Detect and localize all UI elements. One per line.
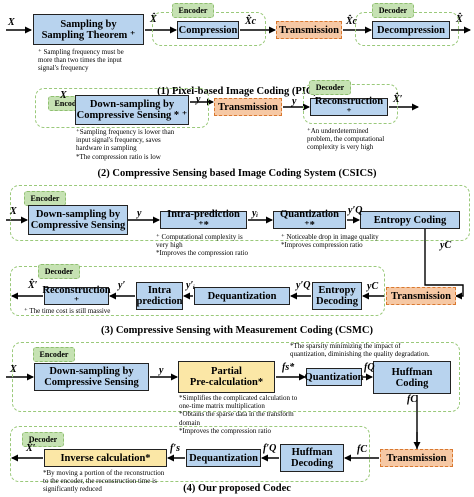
- csmc-symbol-yi-dec: y′ᵢ: [186, 280, 195, 291]
- csmc-downsampling-box: Down-sampling by Compressive Sensing: [28, 205, 128, 235]
- csmc-encoder-tag: Encoder: [24, 191, 66, 206]
- pic-symbol-out: X̂: [456, 14, 463, 25]
- proposed-encoder-tag: Encoder: [33, 347, 75, 362]
- csmc-encoder-group: [10, 185, 470, 241]
- csics-symbol-y-in: y: [292, 96, 297, 107]
- csmc-caption: (3) Compressive Sensing with Measurement…: [100, 325, 374, 336]
- proposed-precalc-note: *Simplifies the complicated calculation …: [179, 394, 298, 435]
- pic-caption: (1) Pixel-based Image Coding (PIC): [157, 86, 317, 97]
- csmc-dequantization-box: Dequantization: [194, 287, 290, 305]
- proposed-decoder-tag: Decoder: [22, 432, 64, 447]
- proposed-symbol-fs-dec: f′s: [170, 443, 181, 454]
- csmc-symbol-yc: yC: [440, 240, 452, 251]
- decompression-box: Decompression: [372, 21, 450, 39]
- pic-transmission-box: Transmission: [276, 21, 342, 39]
- proposed-symbol-fc: fC: [407, 394, 417, 405]
- csics-symbol-out: X̂′: [393, 94, 403, 105]
- csmc-symbol-yc-in: yC: [367, 281, 379, 292]
- pic-encoder-tag: Encoder: [172, 3, 214, 18]
- csics-decoder-tag: Decoder: [309, 80, 351, 95]
- sampling-box: Sampling by Sampling Theorem ⁺: [33, 14, 144, 45]
- huffman-decoding-box: Huffman Decoding: [280, 444, 344, 472]
- proposed-caption: (4) Our proposed Codec: [183, 483, 291, 494]
- csics-decoder-note: ⁺An underdetermined problem, the computa…: [307, 127, 385, 152]
- proposed-decoder-group: [10, 426, 370, 482]
- csics-encoder-note: ⁺Sampling frequency is lower than input …: [76, 128, 175, 161]
- csmc-symbol-out: X̂′: [28, 280, 38, 291]
- proposed-quant-note: *The sparsity minimizing the impact of q…: [290, 342, 430, 359]
- csics-encoder-group: [35, 88, 209, 128]
- pic-symbol-in: X: [8, 17, 15, 28]
- huffman-coding-box: Huffman Coding: [373, 361, 451, 394]
- csmc-intra-prediction-dec-box: Intra prediction: [136, 282, 183, 310]
- pic-symbol-xhat: X̂: [150, 14, 157, 25]
- csmc-entropy-decoding-box: Entropy Decoding: [312, 282, 362, 310]
- compression-box: Compression: [177, 21, 239, 39]
- partial-precalc-box: Partial Pre-calculation*: [178, 361, 275, 393]
- csmc-symbol-yq: y′Q: [348, 205, 363, 216]
- csmc-quant-note: ⁺ Noticeable drop in image quality *Impr…: [281, 233, 379, 250]
- pic-sampling-note: ⁺ Sampling frequency must be more than t…: [38, 48, 124, 73]
- csmc-symbol-y-dec: y′: [118, 280, 126, 291]
- proposed-dequantization-box: Dequantization: [186, 449, 261, 467]
- proposed-symbol-fq-dec: f′Q: [263, 443, 277, 454]
- csics-symbol-y-out: y: [196, 94, 201, 105]
- proposed-symbol-fc-in: fC: [357, 444, 367, 455]
- pic-symbol-xc-in: X̂c: [346, 16, 358, 27]
- proposed-quantization-box: Quantization: [305, 368, 363, 386]
- csics-downsampling-box: Down-sampling by Compressive Sensing * ⁺: [75, 95, 189, 125]
- proposed-symbol-fq: fQ: [364, 362, 375, 373]
- proposed-symbol-fs: fs*: [282, 362, 295, 373]
- csmc-decoder-tag: Decoder: [38, 264, 80, 279]
- csics-caption: (2) Compressive Sensing based Image Codi…: [97, 168, 377, 179]
- csmc-transmission-box: Transmission: [386, 287, 456, 305]
- csics-transmission-box: Transmission: [214, 98, 282, 116]
- csics-reconstruction-box: Reconstruction ⁺: [310, 96, 388, 118]
- csmc-decoder-group: [10, 266, 385, 316]
- csmc-decoder-note: ⁺ The time cost is still massive: [24, 307, 111, 315]
- csmc-quantization-box: Quantization ⁺*: [273, 209, 346, 231]
- csmc-intra-prediction-box: Intra-prediction ⁺*: [160, 209, 247, 231]
- csics-symbol-in: X: [60, 90, 67, 101]
- csmc-reconstruction-box: Reconstruction ⁺: [42, 285, 111, 307]
- proposed-symbol-out: X̂′: [26, 443, 36, 454]
- proposed-decoder-note: *By moving a portion of the reconstructi…: [43, 469, 165, 494]
- pic-symbol-xc-out: X̂c: [245, 16, 257, 27]
- proposed-symbol-y: y: [159, 365, 164, 376]
- proposed-transmission-box: Transmission: [380, 449, 453, 467]
- csmc-symbol-in: X: [10, 206, 17, 217]
- csmc-entropy-coding-box: Entropy Coding: [360, 211, 460, 229]
- csmc-symbol-yi: yᵢ: [252, 208, 259, 219]
- proposed-encoder-group: [12, 342, 460, 412]
- proposed-downsampling-box: Down-sampling by Compressive Sensing: [34, 363, 149, 391]
- csmc-intra-note: ⁺ Computational complexity is very high …: [156, 233, 248, 258]
- proposed-symbol-in: X: [10, 364, 17, 375]
- csmc-symbol-yq-dec: y′Q: [296, 280, 311, 291]
- inverse-calculation-box: Inverse calculation*: [44, 449, 167, 467]
- pic-decoder-tag: Decoder: [372, 3, 414, 18]
- csmc-symbol-y: y: [137, 208, 142, 219]
